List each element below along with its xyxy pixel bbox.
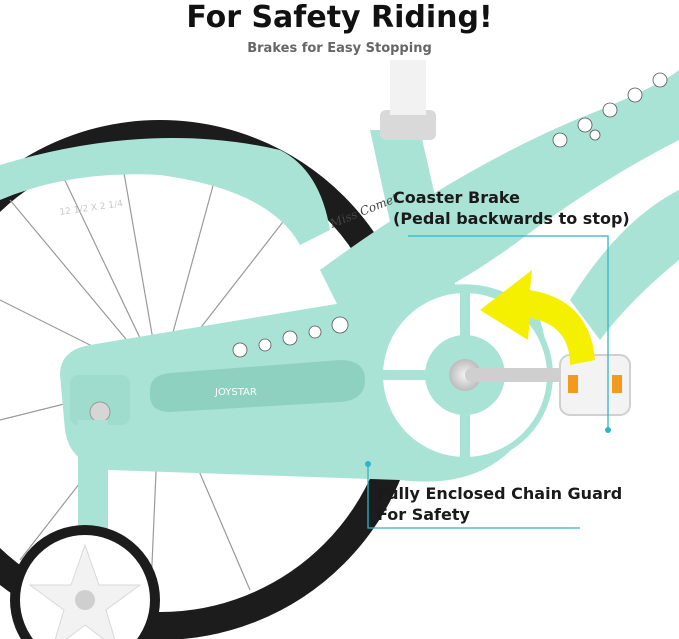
chain-guard-note: For Safety xyxy=(377,505,470,524)
floral-decal-top xyxy=(552,72,668,148)
training-wheel xyxy=(10,420,160,639)
rear-fender xyxy=(0,138,330,245)
coaster-brake-callout: Coaster Brake (Pedal backwards to stop) xyxy=(393,187,630,229)
chain-guard-title: Fully Enclosed Chain Guard xyxy=(377,484,623,503)
down-tube xyxy=(570,190,679,340)
seat-post-clamp xyxy=(380,110,436,140)
coaster-brake-leader xyxy=(408,235,609,430)
subheadline: Brakes for Easy Stopping xyxy=(247,41,432,56)
tire-sidewall-text: 12 1/2 X 2 1/4 xyxy=(59,199,124,218)
rear-dropout xyxy=(70,375,130,425)
coaster-brake-title: Coaster Brake xyxy=(393,188,520,207)
chain-guard-callout: Fully Enclosed Chain Guard For Safety xyxy=(377,483,622,525)
headline: For Safety Riding! xyxy=(186,0,493,35)
crank-arm xyxy=(465,368,575,382)
chain-guard-slot xyxy=(150,360,365,412)
coaster-brake-anchor xyxy=(605,427,611,433)
guard-brand-text: JOYSTAR xyxy=(214,387,257,398)
pedal xyxy=(559,354,631,416)
chain-guard-leader xyxy=(367,464,580,529)
coaster-brake-note: (Pedal backwards to stop) xyxy=(393,209,630,228)
chain-guard-anchor xyxy=(365,461,371,467)
seat-post xyxy=(390,60,426,115)
bike-illustration: 12 1/2 X 2 1/4 JOYSTAR xyxy=(0,60,679,639)
backward-pedal-arrow xyxy=(480,270,595,365)
floral-decal-guard xyxy=(232,316,349,358)
